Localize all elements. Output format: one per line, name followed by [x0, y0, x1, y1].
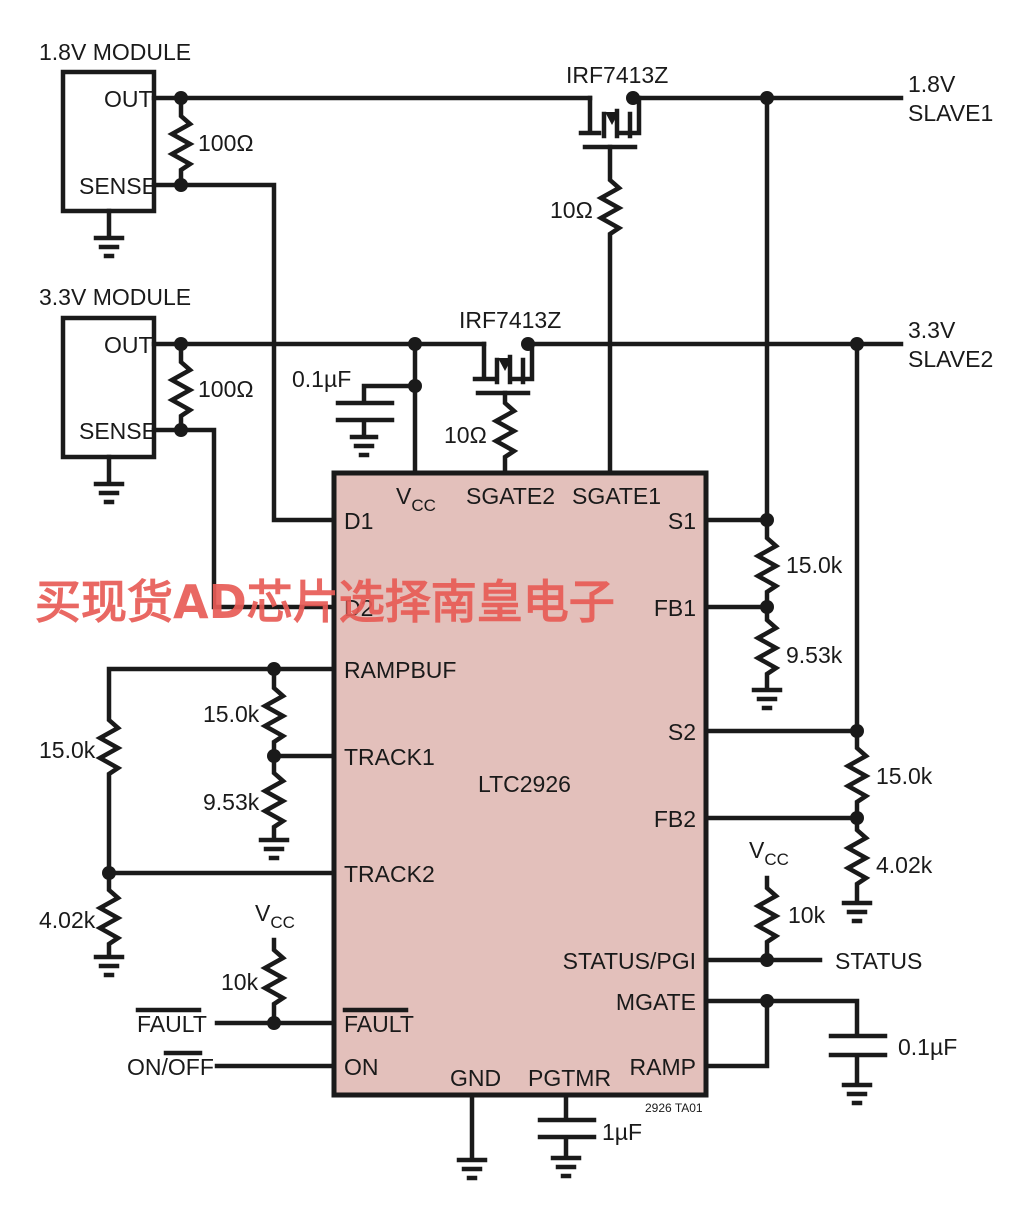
bottom-network — [456, 1092, 597, 1181]
pin-d2: D2 — [344, 595, 373, 621]
pin-status-pgi: STATUS/PGI — [563, 948, 696, 974]
watermark-text: 买现货AD芯片选择南皇电子 — [35, 575, 615, 629]
pin-s2: S2 — [668, 719, 696, 745]
status-network — [703, 875, 823, 967]
vcc-cap-label: 0.1µF — [292, 366, 351, 392]
slave1-name: SLAVE1 — [908, 100, 993, 126]
pin-mgate: MGATE — [616, 989, 696, 1015]
pin-fault: FAULT — [344, 1011, 414, 1037]
status-signal-label: STATUS — [835, 948, 922, 974]
pin-s1: S1 — [668, 508, 696, 534]
pin-vcc: VCC — [396, 483, 436, 515]
fb2-top-label: 15.0k — [876, 763, 933, 789]
module-1v8-sense-label: SENSE — [79, 173, 157, 199]
module-3v3-title: 3.3V MODULE — [39, 284, 191, 310]
pin-fb2: FB2 — [654, 806, 696, 832]
track2-top-label: 15.0k — [39, 737, 96, 763]
fault-signal-label: FAULT — [137, 1011, 207, 1037]
module-1v8-out-label: OUT — [104, 86, 153, 112]
track1-top-label: 15.0k — [203, 701, 260, 727]
pin-ramp: RAMP — [630, 1054, 696, 1080]
vcc-label-right: VCC — [749, 837, 789, 869]
module-3v3-out-label: OUT — [104, 332, 153, 358]
mgate-network — [703, 994, 888, 1106]
ic-body — [331, 470, 709, 1098]
mosfet-q2 — [472, 337, 904, 476]
pgtmr-cap-label: 1µF — [602, 1119, 642, 1145]
pin-fb1: FB1 — [654, 595, 696, 621]
fault-on-network — [214, 937, 337, 1069]
vcc-label-left: VCC — [255, 900, 295, 932]
q1-gate-res-label: 10Ω — [550, 197, 593, 223]
fb2-network — [703, 337, 873, 924]
pin-rampbuf: RAMPBUF — [344, 657, 456, 683]
module-1v8-sense-wire — [151, 182, 337, 523]
pin-on: ON — [344, 1054, 379, 1080]
module-3v3-sense-label: SENSE — [79, 418, 157, 444]
pin-track1: TRACK1 — [344, 744, 435, 770]
pin-sgate1: SGATE1 — [572, 483, 661, 509]
mosfet-q1 — [578, 91, 904, 476]
fb1-top-label: 15.0k — [786, 552, 843, 578]
pin-d1: D1 — [344, 508, 373, 534]
fb2-bot-label: 4.02k — [876, 852, 933, 878]
pin-track2: TRACK2 — [344, 861, 435, 887]
mgate-cap-label: 0.1µF — [898, 1034, 957, 1060]
pin-gnd: GND — [450, 1065, 501, 1091]
on-off-signal-label: ON/OFF — [127, 1054, 214, 1080]
slave2-name: SLAVE2 — [908, 346, 993, 372]
pin-pgtmr: PGTMR — [528, 1065, 611, 1091]
module-3v3 — [60, 315, 487, 610]
track1-bot-label: 9.53k — [203, 789, 260, 815]
ic-name: LTC2926 — [478, 771, 571, 797]
track-network — [93, 662, 337, 978]
module-1v8-res-label: 100Ω — [198, 130, 254, 156]
track2-bot-label: 4.02k — [39, 907, 96, 933]
module-1v8-title: 1.8V MODULE — [39, 39, 191, 65]
module-1v8 — [60, 69, 593, 523]
fb1-bot-label: 9.53k — [786, 642, 843, 668]
vcc-bypass — [335, 337, 422, 476]
slave1-voltage: 1.8V — [908, 71, 956, 97]
fb1-network — [703, 91, 783, 711]
figure-id: 2926 TA01 — [645, 1101, 703, 1115]
q2-part-label: IRF7413Z — [459, 307, 561, 333]
status-pullup-label: 10k — [788, 902, 826, 928]
q1-part-label: IRF7413Z — [566, 62, 668, 88]
slave2-voltage: 3.3V — [908, 317, 956, 343]
module-3v3-res-label: 100Ω — [198, 376, 254, 402]
pin-sgate2: SGATE2 — [466, 483, 555, 509]
fault-pullup-label: 10k — [221, 969, 259, 995]
q2-gate-res-label: 10Ω — [444, 422, 487, 448]
